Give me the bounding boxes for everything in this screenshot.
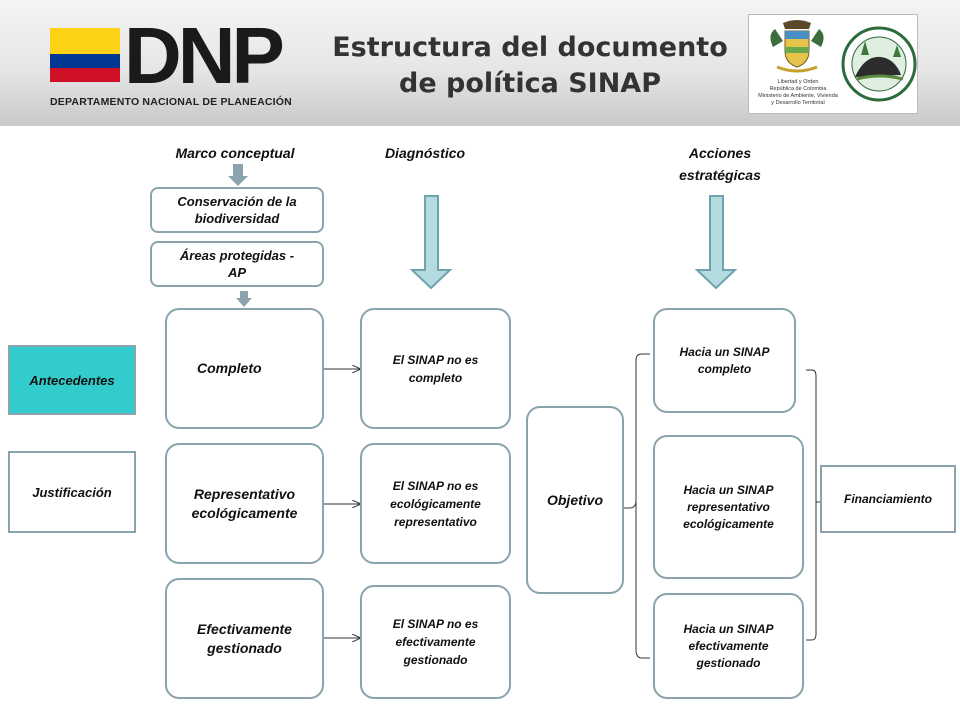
act-representativo-line-2: representativo [687,499,770,514]
box-hacia-sinap-representativo: Hacia un SINAP representativo ecológicam… [653,435,804,579]
diag-efectivo-line-2: efectivamente [395,635,476,649]
sinap-no-completo-text: El SINAP no es completo [393,351,479,387]
flag-blue-stripe [50,54,120,68]
act-efectivo-line-2: efectivamente [688,638,769,653]
hacia-efectivo-text: Hacia un SINAP efectivamente gestionado [683,621,773,672]
ministry-caption: Libertad y Orden República de Colombia M… [753,79,843,107]
diag-efectivo-line-3: gestionado [403,653,468,667]
box-sinap-no-efectivo: El SINAP no es efectivamente gestionado [360,585,511,699]
conservacion-text: Conservación de la biodiversidad [177,193,296,227]
column-diagnostico: Diagnóstico [384,145,466,161]
box-justificacion: Justificación [8,451,136,533]
box-conservacion-biodiversidad: Conservación de la biodiversidad [150,187,324,233]
representativo-text: Representativo ecológicamente [192,485,298,523]
ministry-logos: Libertad y Orden República de Colombia M… [748,14,918,114]
box-hacia-sinap-efectivo: Hacia un SINAP efectivamente gestionado [653,593,804,699]
seal-caption-3: Ministerio de Ambiente, Vivienda [758,93,838,99]
acciones-down-arrow [694,195,738,290]
marco-down-arrow [228,164,248,186]
acciones-line-1: Acciones [688,145,752,161]
diag-completo-line-1: El SINAP no es [392,352,479,367]
parques-nacionales-logo-icon [841,26,917,102]
dnp-logo-subtitle: DEPARTAMENTO NACIONAL DE PLANEACIÓN [50,96,292,108]
box-completo: Completo [165,308,324,429]
dnp-logo: DNP [124,11,285,100]
efectivamente-text: Efectivamente gestionado [197,620,292,658]
seal-caption-2: República de Colombia [769,86,827,92]
diag-representativo-line-2: ecológicamente [390,496,481,511]
acciones-line-2: estratégicas [679,167,761,183]
act-representativo-line-3: ecológicamente [683,516,774,531]
seal-caption-4: y Desarrollo Territorial [771,100,825,106]
conservacion-line-1: Conservación de la [177,194,297,209]
areas-text: Áreas protegidas - AP [180,247,294,281]
header-banner: DNP DEPARTAMENTO NACIONAL DE PLANEACIÓN … [0,0,960,126]
logos-svg [770,20,917,102]
column-marco-conceptual: Marco conceptual [175,145,295,161]
efectivamente-line-2: gestionado [207,639,282,656]
box-sinap-no-completo: El SINAP no es completo [360,308,511,429]
title-line-2: de política SINAP [399,68,661,99]
sinap-no-efectivo-text: El SINAP no es efectivamente gestionado [393,615,479,669]
diagnostico-down-arrow [409,195,453,290]
box-antecedentes: Antecedentes [8,345,136,415]
efectivamente-line-1: Efectivamente [197,620,292,637]
box-representativo-ecologicamente: Representativo ecológicamente [165,443,324,564]
box-objetivo: Objetivo [526,406,624,594]
objetivo-brace [624,353,650,659]
box-hacia-sinap-completo: Hacia un SINAP completo [653,308,796,413]
diag-completo-line-2: completo [408,370,463,385]
box-sinap-no-representativo: El SINAP no es ecológicamente representa… [360,443,511,564]
representativo-line-2: ecológicamente [191,504,298,521]
areas-line-2: AP [227,265,247,280]
page-title: Estructura del documento de política SIN… [310,30,750,102]
act-efectivo-line-3: gestionado [696,655,761,670]
act-efectivo-line-1: Hacia un SINAP [683,621,774,636]
hacia-representativo-text: Hacia un SINAP representativo ecológicam… [683,482,774,533]
flag-yellow-stripe [50,28,120,54]
hacia-completo-text: Hacia un SINAP completo [679,344,769,378]
act-completo-line-1: Hacia un SINAP [679,344,770,359]
diag-representativo-line-1: El SINAP no es [392,478,479,493]
areas-down-arrow [236,291,252,307]
representativo-line-1: Representativo [193,485,296,502]
flag-red-stripe [50,68,120,82]
title-line-1: Estructura del documento [332,32,728,63]
areas-line-1: Áreas protegidas - [179,248,295,263]
act-representativo-line-1: Hacia un SINAP [683,482,774,497]
act-completo-line-2: completo [697,361,752,376]
seal-caption-1: Libertad y Orden [777,79,819,85]
box-efectivamente-gestionado: Efectivamente gestionado [165,578,324,699]
diag-efectivo-line-1: El SINAP no es [392,617,479,631]
box-financiamiento: Financiamiento [820,465,956,533]
conservacion-line-2: biodiversidad [194,211,280,226]
box-areas-protegidas: Áreas protegidas - AP [150,241,324,287]
sinap-no-representativo-text: El SINAP no es ecológicamente representa… [390,477,481,531]
column-acciones-estrategicas: Acciones estratégicas [650,142,790,186]
diag-representativo-line-3: representativo [394,514,477,529]
colombia-flag-icon [50,28,120,82]
coat-of-arms-icon [770,20,824,73]
